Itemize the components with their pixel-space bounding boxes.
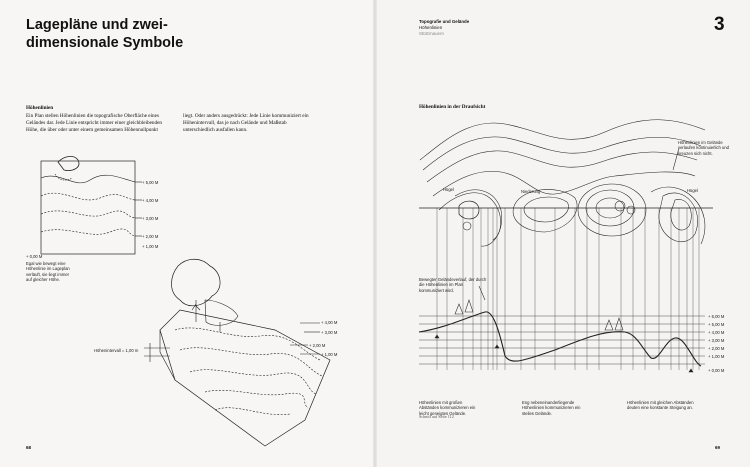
chapter-title-line2: dimensionale Symbole <box>26 35 184 51</box>
right-page: Topografie und Gelände Höhenlinien Stütz… <box>375 0 750 467</box>
left-page: Lagepläne und zwei- dimensionale Symbole… <box>26 16 338 450</box>
section-heading: Höhenlinien <box>26 105 54 111</box>
section-label-0m: + 0,00 M <box>708 368 725 373</box>
plan-label-4m: + 4,00 M <box>142 198 159 203</box>
section-label-5m: + 5,00 M <box>708 322 725 327</box>
plan-label-1m: + 1,00 M <box>142 244 159 249</box>
header-sub-1: Höhenlinien <box>419 25 443 30</box>
iso-label-2m: + 2,00 M <box>309 343 326 348</box>
plan-label-2m: + 2,00 M <box>142 234 159 239</box>
header-title: Topografie und Gelände <box>419 19 470 24</box>
body-text-column-1: Ein Plan stellen Höhenlinien die topogra… <box>26 113 162 134</box>
iso-label-1m: + 1,00 M <box>321 352 338 357</box>
body-text-column-2: liegt. Oder anders ausgedrückt: Jede Lin… <box>183 113 309 134</box>
chapter-number: 3 <box>714 14 725 35</box>
plan-label-0m: + 0,00 M <box>26 254 43 259</box>
iso-interval-label: Höhenintervall = 1,00 m <box>94 348 139 353</box>
iso-label-4m: + 4,00 M <box>321 320 338 325</box>
section-label-3m: + 3,00 M <box>708 338 725 343</box>
contour-section-drawing <box>418 119 713 373</box>
chapter-title-line1: Lagepläne und zwei- <box>26 17 168 33</box>
caption-wide-spacing: Höhenlinien mit großen Abständen kommuni… <box>419 400 476 416</box>
section-label-2m: + 2,00 M <box>708 346 725 351</box>
drawing-title: Höhenlinien in der Draufsicht <box>419 104 486 110</box>
note-contours-continuous: Höhenlinien im Gelände verlaufen kontinu… <box>678 140 729 156</box>
page-number-left: 68 <box>26 445 32 450</box>
chapter-title: Lagepläne und zwei- dimensionale Symbole <box>26 16 183 52</box>
section-note: Bewegter Geländeverlauf, der durch die H… <box>419 277 487 293</box>
iso-label-3m: + 3,00 M <box>321 330 338 335</box>
caption-section-reference: Schnitt auf Seite 112 <box>419 414 454 419</box>
header-sub-2: Stützmauern <box>419 31 444 36</box>
book-gutter <box>373 0 377 467</box>
caption-equal-spacing: Höhenlinien mit gleichen Abständen deute… <box>627 400 694 411</box>
label-niederung: Niederung <box>521 189 541 194</box>
running-header: Topografie und Gelände Höhenlinien Stütz… <box>419 19 469 37</box>
plan-label-5m: + 5,00 M <box>142 180 159 185</box>
contour-plan-drawing <box>40 156 331 447</box>
label-huegel-2: Hügel <box>687 188 698 193</box>
section-label-4m: + 4,00 M <box>708 330 725 335</box>
caption-tight-spacing: Eng nebeneinanderliegende Höhenlinien ko… <box>522 400 581 416</box>
plan-caption: Egal wie bewegt eine Höhenlinie im Lagep… <box>26 261 70 283</box>
section-label-1m: + 1,00 M <box>708 354 725 359</box>
plan-label-3m: + 3,00 M <box>142 216 159 221</box>
section-label-6m: + 6,00 M <box>708 314 725 319</box>
label-huegel-1: Hügel <box>443 187 454 192</box>
page-number-right: 69 <box>715 445 721 450</box>
